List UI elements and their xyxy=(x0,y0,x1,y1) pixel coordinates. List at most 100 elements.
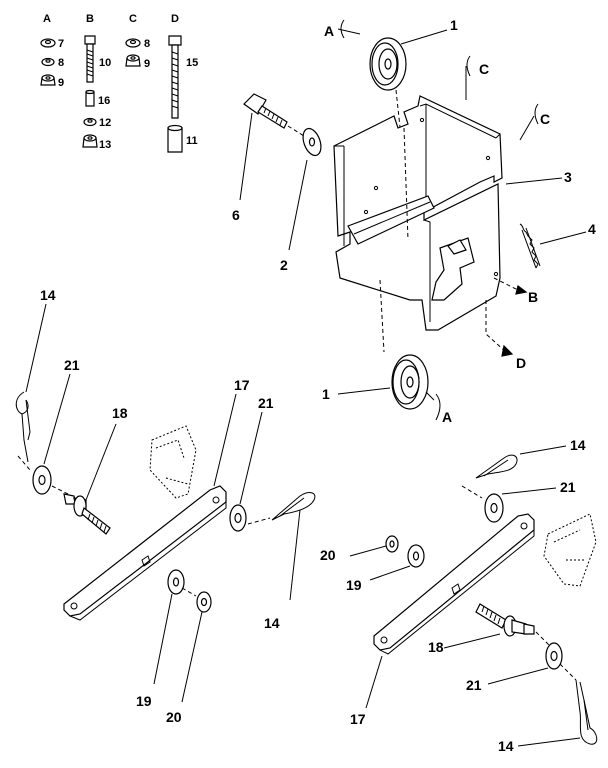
legend-a-lockwasher xyxy=(41,57,55,67)
legend-a-washer xyxy=(40,38,56,48)
legend-b-16: 16 xyxy=(98,95,110,107)
callout-washer-left-top: 21 xyxy=(64,357,80,373)
legend-b-bolt xyxy=(84,35,96,83)
legend-a-8: 8 xyxy=(58,57,64,69)
spring-4 xyxy=(519,223,541,269)
legend-b-10: 10 xyxy=(99,57,111,69)
ref-a-top: A xyxy=(324,23,334,39)
legend-c-9: 9 xyxy=(144,58,150,70)
pulley-bottom xyxy=(391,354,429,410)
legend-b-washer xyxy=(83,117,97,127)
callout-bracket-3: 3 xyxy=(564,169,572,185)
ref-d-arrow xyxy=(501,344,514,357)
legend-d-11: 11 xyxy=(186,135,198,147)
ghost-bracket-right xyxy=(543,513,597,587)
legend-col-d: D xyxy=(171,13,179,25)
bolt-6 xyxy=(243,93,288,129)
legend-col-c: C xyxy=(129,13,137,25)
legend-c-washer xyxy=(125,38,141,48)
washer19-right xyxy=(407,544,425,568)
hairpin-left-top xyxy=(15,391,31,463)
leader-washer19-left xyxy=(153,593,173,685)
axis-left-top xyxy=(17,455,31,471)
washer-left-mid xyxy=(229,504,247,532)
leader-nut20-right xyxy=(349,545,387,557)
link-left xyxy=(63,485,227,621)
leader-nut20-left xyxy=(181,611,203,703)
ghost-bracket-left xyxy=(149,425,197,499)
callout-hairpin-left-top: 14 xyxy=(40,287,56,303)
pulley-top xyxy=(369,37,407,91)
leader-spring-4 xyxy=(539,231,587,245)
leader-hairpin-left-mid xyxy=(289,509,301,601)
leader-pulley-bottom xyxy=(337,387,391,395)
ref-c-left: C xyxy=(479,61,489,77)
leader-stud-right xyxy=(443,633,501,649)
callout-washer-left-mid: 21 xyxy=(258,395,274,411)
hairpin-right-top xyxy=(475,454,518,479)
callout-link-right: 17 xyxy=(350,711,366,727)
axis-pulley-bottom xyxy=(379,279,385,353)
ref-c-right-bracket xyxy=(519,103,539,141)
callout-spring-4: 4 xyxy=(588,221,596,237)
callout-pulley-bottom: 1 xyxy=(322,386,330,402)
ref-a-bottom: A xyxy=(442,409,452,425)
nut20-left xyxy=(196,591,212,613)
washer19-left xyxy=(167,569,185,595)
callout-washer19-right: 19 xyxy=(346,577,362,593)
leader-washer-left-mid xyxy=(239,411,263,505)
nut20-right xyxy=(385,535,399,553)
axis-left-mid xyxy=(247,517,271,525)
legend-b-nut xyxy=(82,134,98,148)
legend-d-15: 15 xyxy=(186,57,198,69)
leader-link-right xyxy=(365,655,383,709)
axis-left-bottom xyxy=(181,587,197,597)
axis-right-hairpin xyxy=(559,663,577,681)
leader-bolt-6 xyxy=(239,112,253,201)
callout-pulley-top: 1 xyxy=(450,17,458,33)
legend-b-spacer xyxy=(85,89,95,107)
callout-nut20-left: 20 xyxy=(166,709,182,725)
axis-center xyxy=(403,127,409,241)
callout-bolt-6: 6 xyxy=(232,207,240,223)
hairpin-left-mid xyxy=(271,492,316,521)
legend-a-9: 9 xyxy=(58,77,64,89)
legend-b-13: 13 xyxy=(99,139,111,151)
callout-washer-2: 2 xyxy=(280,257,288,273)
ref-b-line xyxy=(493,277,519,291)
legend-a-nut xyxy=(40,74,56,86)
legend-b-12: 12 xyxy=(99,117,111,129)
ref-c-right: C xyxy=(540,111,550,127)
axis-right-bottom xyxy=(535,631,553,649)
washer-left-top xyxy=(32,465,52,495)
hairpin-right-bottom xyxy=(575,679,598,745)
leader-pulley-top xyxy=(400,29,448,45)
callout-washer19-left: 19 xyxy=(136,693,152,709)
legend-d-spacer xyxy=(167,124,183,153)
legend-col-b: B xyxy=(86,13,94,25)
ref-d-line xyxy=(485,300,507,353)
leader-washer-right-top xyxy=(501,487,557,495)
stud-right xyxy=(475,603,535,637)
ref-c-left-bracket xyxy=(465,55,471,100)
callout-stud-right: 18 xyxy=(428,639,444,655)
leader-stud-left xyxy=(85,423,117,501)
ref-a-bottom-bracket xyxy=(425,391,441,421)
axis-right-top xyxy=(461,485,483,499)
legend-a-7: 7 xyxy=(58,38,64,50)
leader-hairpin-right-bottom xyxy=(517,737,581,747)
stud-left xyxy=(63,493,111,535)
axis-bolt xyxy=(287,125,305,137)
callout-washer-right-top: 21 xyxy=(560,479,576,495)
callout-hairpin-left-mid: 14 xyxy=(264,615,280,631)
callout-stud-left: 18 xyxy=(112,405,128,421)
callout-link-left: 17 xyxy=(234,377,250,393)
leader-washer19-right xyxy=(369,565,411,581)
leader-washer-left-top xyxy=(43,373,71,465)
legend-d-bolt xyxy=(168,35,182,119)
ref-b: B xyxy=(528,289,538,305)
leader-link-left xyxy=(213,393,237,487)
legend-col-a: A xyxy=(43,13,51,25)
washer-right-bottom xyxy=(545,642,563,670)
